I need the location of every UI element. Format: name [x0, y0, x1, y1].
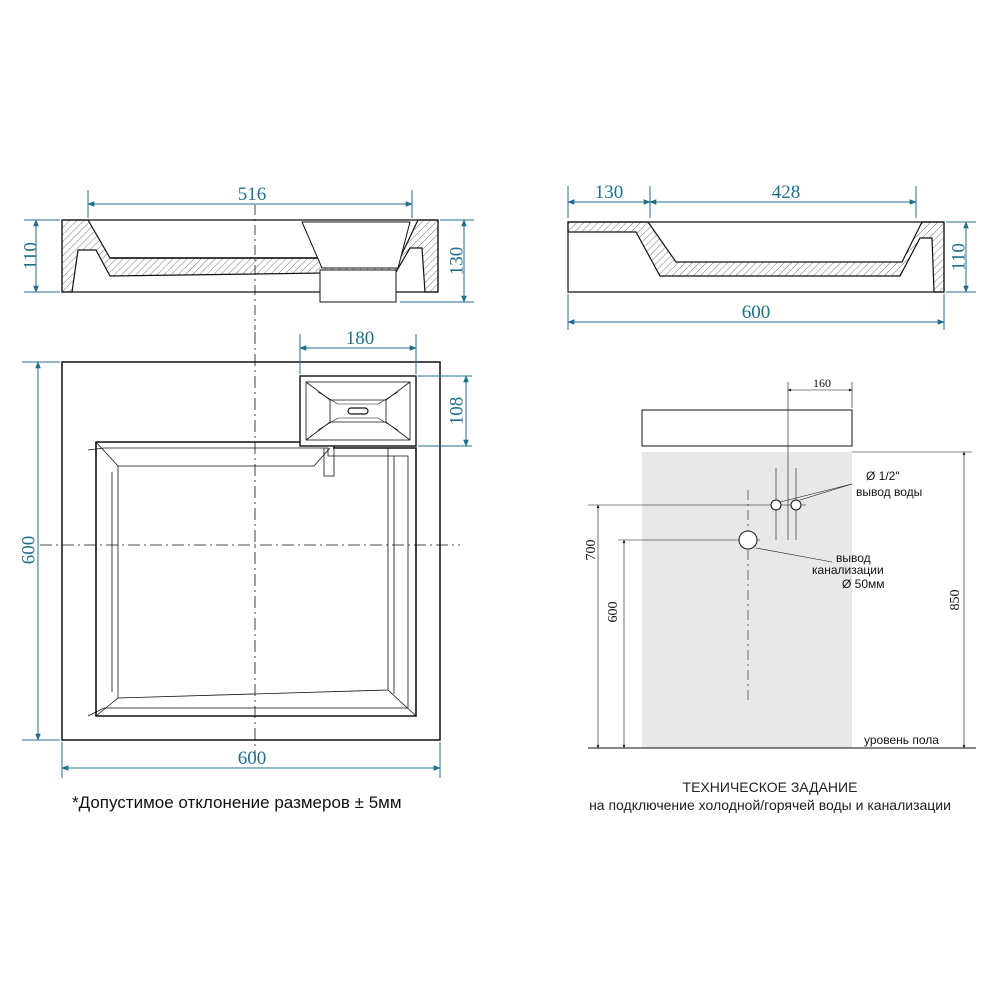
front-height-right-label: 130	[446, 247, 467, 276]
height-600-label: 600	[606, 602, 621, 623]
drain-slot	[347, 407, 369, 415]
side-total-label: 600	[742, 302, 771, 323]
side-section-view: 130 428 600 110	[567, 182, 976, 330]
plan-height-label: 600	[18, 536, 39, 565]
sink-profile	[641, 409, 853, 447]
height-850-label: 850	[948, 590, 963, 611]
water-outlet-cold	[770, 499, 782, 511]
front-section-drain	[301, 221, 411, 269]
floor-label: уровень пола	[864, 733, 939, 747]
installation-scheme: 160 Ø 1/2" вывод воды вывод канализации …	[584, 376, 976, 813]
plan-width-label: 600	[238, 748, 267, 769]
water-pipe-diameter: Ø 1/2"	[866, 469, 900, 483]
drain-outlet-label-2: канализации	[812, 563, 884, 577]
drain-outlet-diameter: Ø 50мм	[842, 577, 885, 591]
scheme-subtitle: на подключение холодной/горячей воды и к…	[589, 797, 951, 813]
height-700-label: 700	[584, 540, 599, 561]
drain-width-label: 180	[346, 328, 375, 349]
drain-height-label: 108	[446, 397, 467, 426]
side-left-label: 130	[595, 182, 624, 203]
water-outlet-hot	[790, 499, 802, 511]
side-section-wall	[567, 221, 945, 293]
drain-outlet-label-1: вывод	[836, 551, 871, 565]
water-pipe-label: вывод воды	[856, 485, 922, 499]
offset-label: 160	[813, 376, 831, 390]
side-height-label: 110	[948, 243, 969, 271]
wall-zone	[642, 452, 852, 748]
drain-pipe	[319, 269, 397, 303]
plan-view: 180 108 600 600	[18, 328, 472, 778]
front-height-left-label: 110	[20, 242, 41, 270]
tolerance-note: *Допустимое отклонение размеров ± 5мм	[72, 793, 402, 812]
front-section-view: 516 110 130	[20, 184, 474, 330]
side-right-label: 428	[772, 182, 801, 203]
front-width-label: 516	[238, 184, 267, 205]
scheme-title: ТЕХНИЧЕСКОЕ ЗАДАНИЕ	[683, 779, 858, 795]
drain-outlet	[738, 530, 758, 550]
